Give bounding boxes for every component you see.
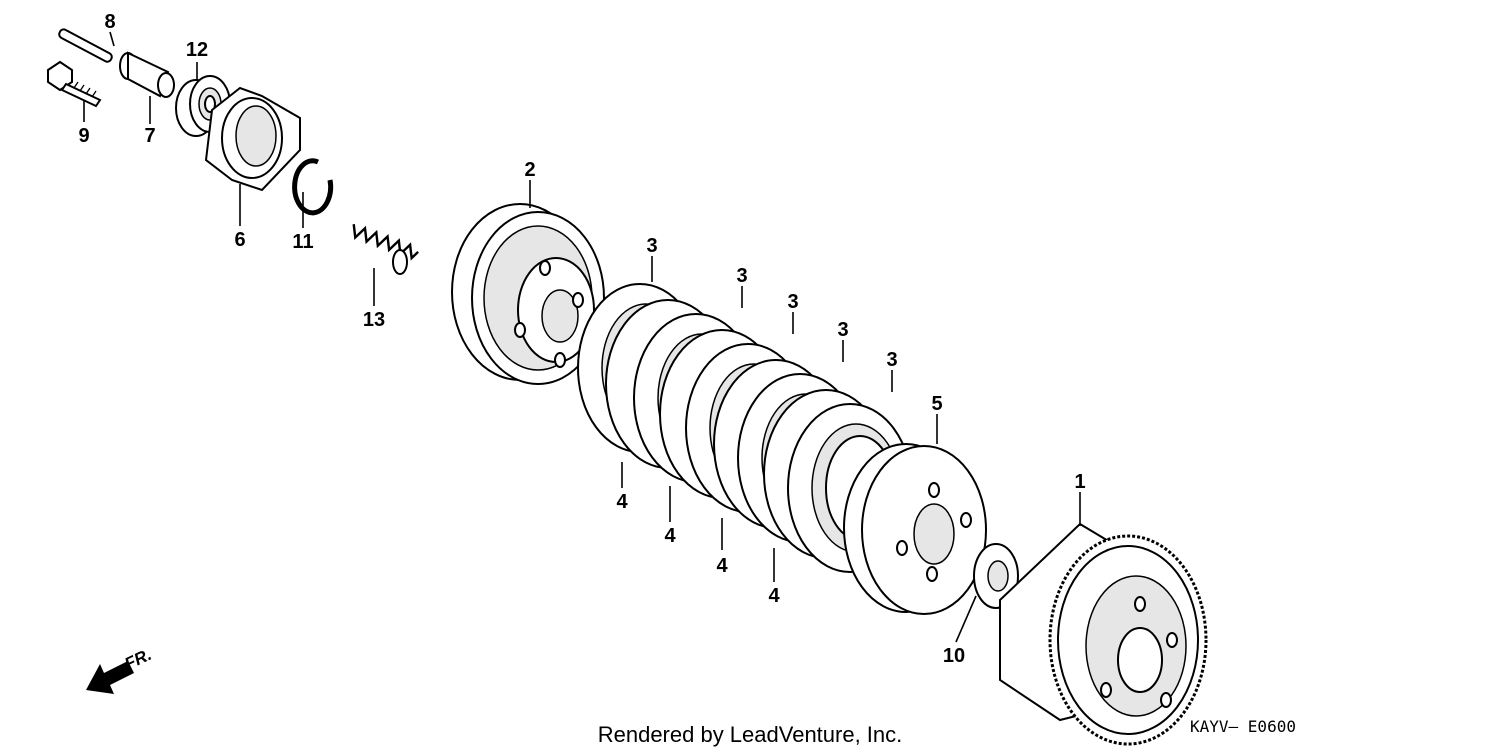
- callout-9: 9: [78, 125, 89, 147]
- diagram-code: KAYV— E0600: [1190, 717, 1296, 736]
- callout-7: 7: [144, 125, 155, 147]
- callout-3: 3: [646, 235, 657, 257]
- callout-1: 1: [1074, 471, 1085, 493]
- callout-4: 4: [768, 585, 780, 607]
- callout-6: 6: [234, 229, 245, 251]
- part-circlip: [292, 158, 334, 216]
- part-pin: [58, 28, 113, 63]
- callout-3: 3: [736, 265, 747, 287]
- callout-3: 3: [886, 349, 897, 371]
- part-bolt: [47, 60, 102, 108]
- callout-11: 11: [292, 231, 313, 253]
- callout-4: 4: [664, 525, 676, 547]
- part-spring: [352, 224, 419, 275]
- front-direction-indicator: FR.: [86, 645, 155, 694]
- part-clutch-outer: [999, 522, 1208, 746]
- callout-4: 4: [716, 555, 728, 577]
- render-credit: Rendered by LeadVenture, Inc.: [598, 722, 903, 747]
- part-lifter-shaft: [119, 51, 175, 98]
- leader-lines: [83, 31, 1081, 643]
- callout-3: 3: [787, 291, 798, 313]
- callout-12: 12: [186, 39, 208, 61]
- arrow-left-down-icon: [86, 661, 134, 694]
- part-lifter-plate: [204, 86, 301, 192]
- part-clutch-center: [451, 203, 605, 385]
- callout-10: 10: [943, 645, 965, 667]
- callout-13: 13: [363, 309, 385, 331]
- callout-8: 8: [104, 11, 115, 33]
- callout-4: 4: [616, 491, 628, 513]
- callout-2: 2: [524, 159, 535, 181]
- part-pressure-plate: [843, 443, 987, 615]
- callout-labels: 1 2 3 3 3 3 3 4 4 4 4 5 6 7 8 9 10 11 12…: [78, 11, 1085, 667]
- callout-5: 5: [931, 393, 942, 415]
- callout-3: 3: [837, 319, 848, 341]
